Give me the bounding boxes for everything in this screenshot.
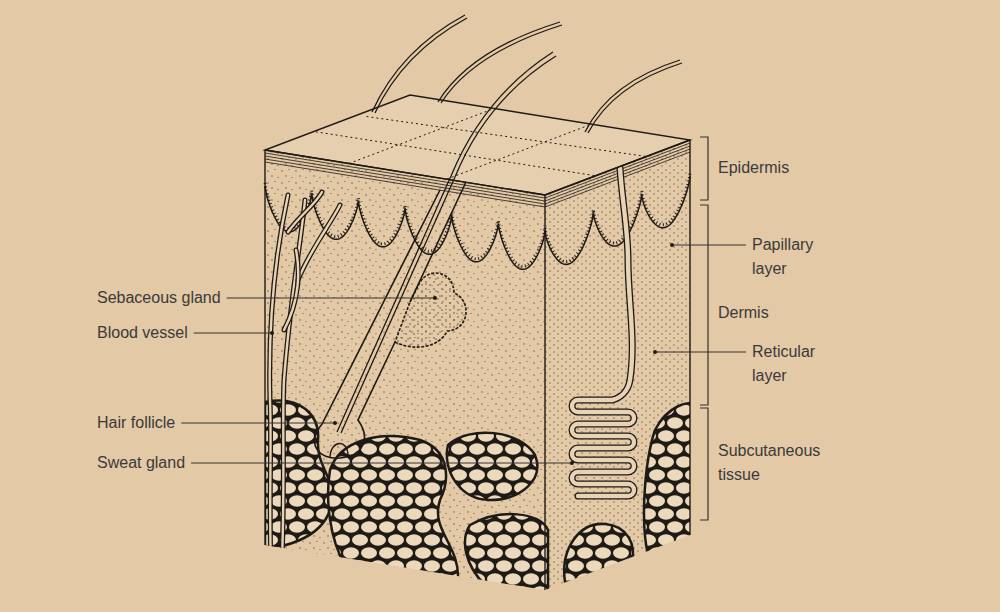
fat-lobules xyxy=(465,514,548,595)
part-label: Sebaceous gland xyxy=(97,286,221,310)
sweat-gland-tube xyxy=(572,168,634,496)
leader-line xyxy=(227,298,435,299)
leader-dot xyxy=(270,331,274,335)
part-label: Hair follicle xyxy=(97,411,175,435)
hair-follicle-drawing xyxy=(315,182,466,458)
blood-vessel xyxy=(282,200,305,560)
hair-shafts xyxy=(337,15,682,433)
hair-shafts xyxy=(585,60,680,132)
leader-line xyxy=(655,352,746,353)
block-faces xyxy=(265,95,690,590)
part-label: Subcutaneous tissue xyxy=(718,439,843,487)
fat-lobules xyxy=(328,436,458,580)
hair-shafts xyxy=(375,18,467,113)
skin-surface-lines xyxy=(447,124,592,179)
fat-lobules xyxy=(447,433,537,500)
blood-vessel xyxy=(298,205,340,280)
blood-vessel xyxy=(284,250,298,330)
layer-brackets xyxy=(700,137,708,200)
skin-surface-lines xyxy=(316,132,596,176)
leader-lines xyxy=(181,243,746,465)
block-outlines xyxy=(265,95,690,195)
part-label: Reticular layer xyxy=(752,340,837,388)
leader-line xyxy=(181,423,335,424)
vessels-and-glands xyxy=(270,168,634,600)
leader-dot xyxy=(570,461,574,465)
blood-vessel xyxy=(298,205,340,280)
leader-line xyxy=(194,333,272,334)
layer-brackets xyxy=(700,205,708,405)
part-label: Blood vessel xyxy=(97,321,188,345)
block-faces xyxy=(265,95,690,195)
block-outlines xyxy=(544,195,545,590)
blood-vessel xyxy=(282,200,305,560)
fat-lobules xyxy=(644,403,695,555)
blood-vessel xyxy=(288,192,322,232)
hair-shafts xyxy=(337,52,553,432)
hair-shafts xyxy=(341,56,556,433)
layer-brackets xyxy=(700,408,708,520)
leader-line xyxy=(191,463,572,464)
hair-shafts xyxy=(372,15,465,112)
leader-dot xyxy=(333,421,337,425)
dermal-junction xyxy=(545,176,690,264)
leader-dot xyxy=(653,350,657,354)
hair-follicle-drawing xyxy=(395,273,466,347)
hair-shafts xyxy=(441,25,562,103)
blood-vessel xyxy=(288,192,322,232)
hair-follicle-drawing xyxy=(315,182,466,458)
block-outlines xyxy=(264,150,265,545)
layer-brackets xyxy=(700,137,708,520)
basal-cells xyxy=(265,183,545,266)
part-label: Sweat gland xyxy=(97,451,185,475)
sweat-gland-tube xyxy=(572,168,634,496)
leader-line xyxy=(672,245,746,246)
part-label: Epidermis xyxy=(718,156,789,180)
block-outlines xyxy=(689,140,690,535)
part-label: Dermis xyxy=(718,301,769,325)
hair-shafts xyxy=(438,22,560,102)
deep-structures xyxy=(265,168,695,600)
block-outlines xyxy=(265,95,690,590)
blood-vessel xyxy=(284,250,298,330)
hair-follicle-drawing xyxy=(330,443,348,458)
leader-dot xyxy=(433,296,437,300)
hair-shafts xyxy=(588,63,682,133)
part-label: Papillary layer xyxy=(752,233,837,281)
leader-dot xyxy=(670,243,674,247)
skin-surface-lines xyxy=(349,109,494,164)
fat-lobules xyxy=(564,524,633,582)
skin-surface-lines xyxy=(367,117,647,157)
